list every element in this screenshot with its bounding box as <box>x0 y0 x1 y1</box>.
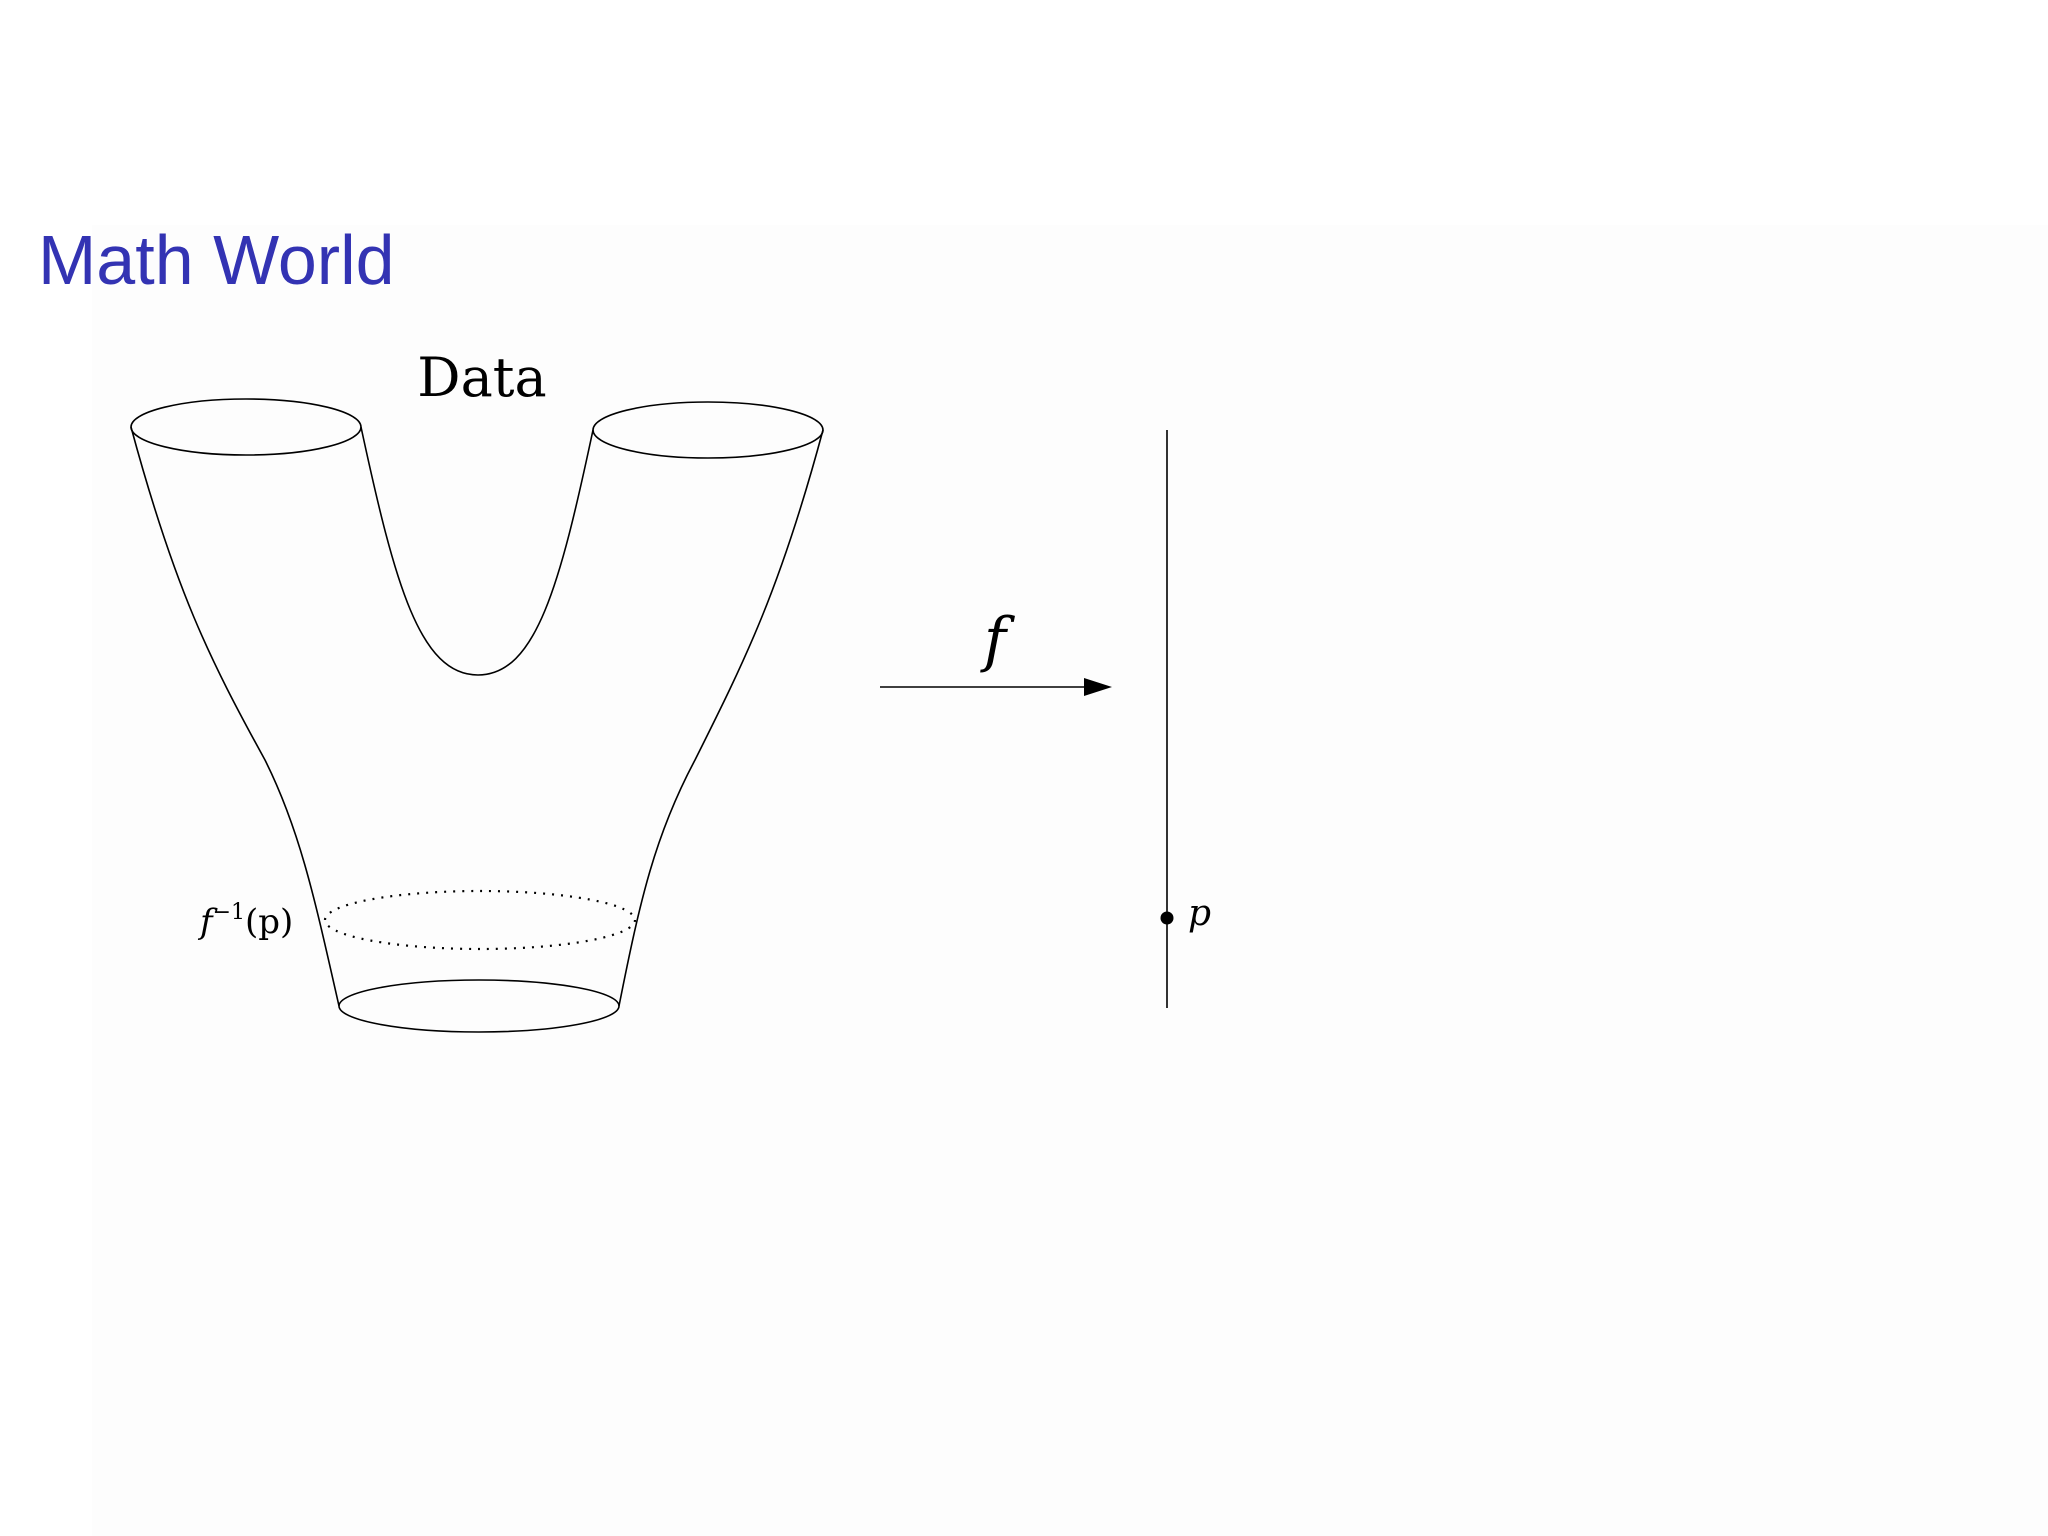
pants-surface <box>130 398 824 1033</box>
bottom-circle <box>338 979 620 1033</box>
slide-title: Math World <box>38 221 395 299</box>
data-label: Data <box>417 346 546 409</box>
fiber-label-argument: (p) <box>245 902 293 942</box>
point-label: p <box>1188 893 1211 934</box>
map-arrow <box>880 678 1112 696</box>
fiber-label-exponent: −1 <box>213 900 245 925</box>
map-label: f <box>980 605 1016 675</box>
right-outer-edge <box>618 429 824 1007</box>
crotch-edge <box>360 426 594 676</box>
point-p <box>1160 911 1174 925</box>
right-top-circle <box>592 401 824 459</box>
slide-background <box>92 225 2048 1536</box>
left-top-circle <box>130 398 362 456</box>
fiber-level-set <box>323 889 637 951</box>
arrowhead-icon <box>1084 678 1112 696</box>
left-outer-edge <box>130 426 340 1007</box>
fiber-label: f−1(p) <box>197 900 293 942</box>
